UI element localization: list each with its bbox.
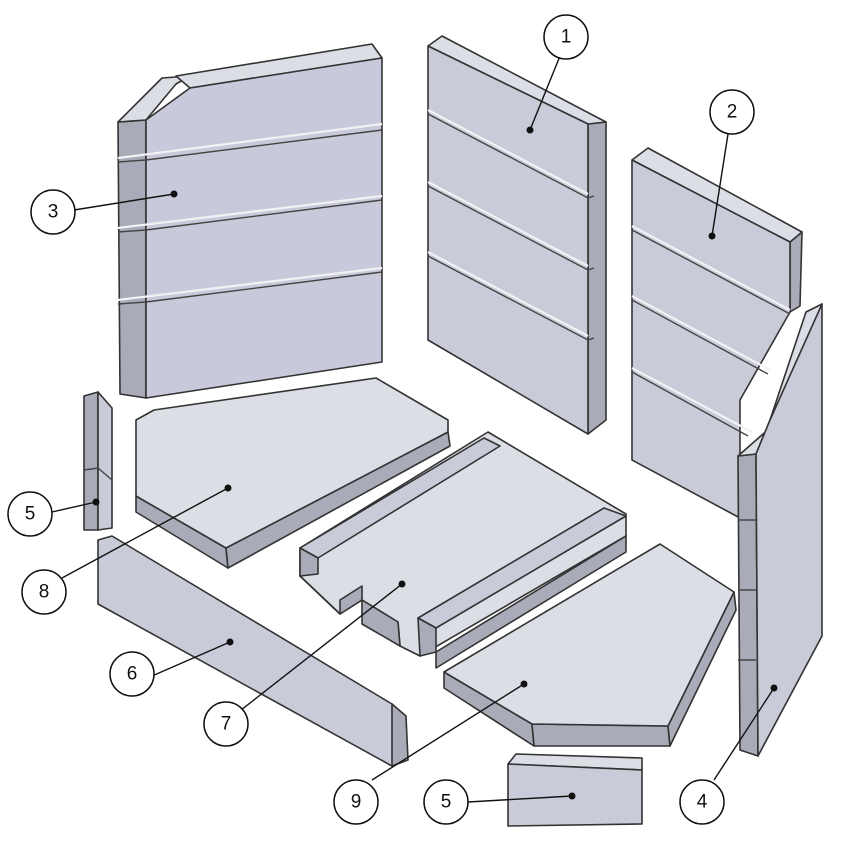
part-5-left-block	[83, 391, 113, 531]
part-4-right-side-panel	[737, 303, 823, 757]
callout-4: 4	[679, 779, 725, 825]
part-1-back-panel	[427, 35, 607, 435]
callout-3-label: 3	[48, 202, 59, 223]
leader-lines	[51, 55, 778, 803]
part-8-left-floor-plate	[135, 377, 451, 569]
callout-9: 9	[333, 779, 379, 825]
callout-7: 7	[203, 701, 249, 747]
callout-2: 2	[709, 89, 755, 135]
part-3-left-panel	[117, 43, 383, 399]
part-2-right-panel	[631, 147, 803, 519]
callout-5-left: 5	[7, 491, 53, 537]
callout-5-bottom-label: 5	[441, 792, 452, 813]
callout-5-bottom: 5	[423, 779, 469, 825]
callout-2-label: 2	[727, 102, 738, 123]
callout-7-label: 7	[221, 714, 232, 735]
callout-3: 3	[30, 189, 76, 235]
callout-8-label: 8	[39, 582, 50, 603]
callout-5-left-label: 5	[25, 504, 36, 525]
callout-6: 6	[109, 651, 155, 697]
callout-1-label: 1	[561, 27, 572, 48]
callout-9-label: 9	[351, 792, 362, 813]
callout-6-label: 6	[127, 664, 138, 685]
part-5-bottom-block	[507, 753, 643, 827]
callout-1: 1	[543, 14, 589, 60]
callout-8: 8	[21, 569, 67, 615]
part-9-right-floor-plate	[443, 543, 737, 747]
part-6-front-bar	[97, 535, 409, 767]
callout-4-label: 4	[697, 792, 708, 813]
